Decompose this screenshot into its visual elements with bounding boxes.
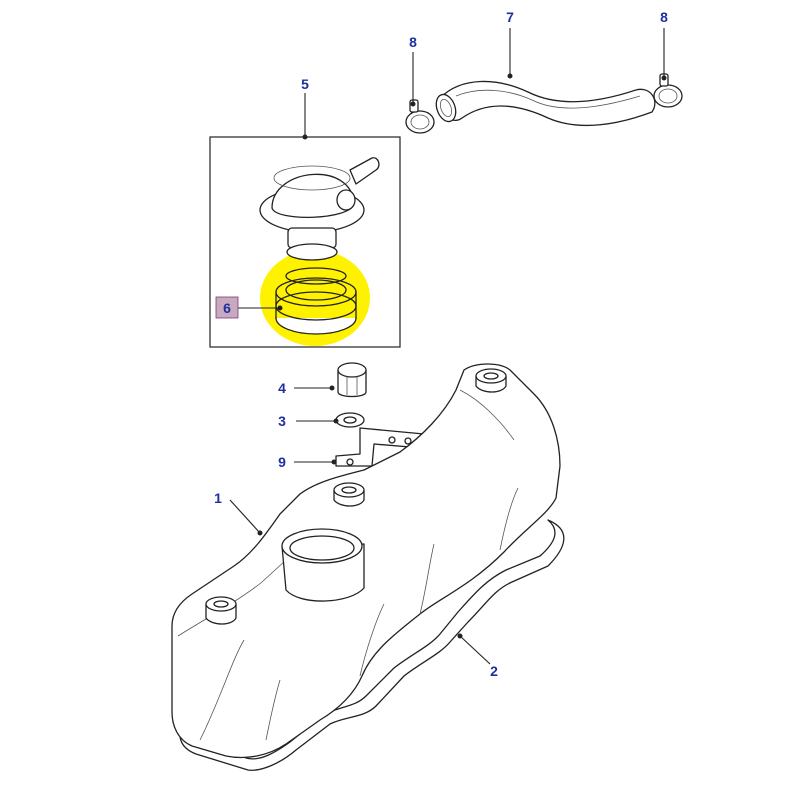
breather-hose[interactable] — [433, 80, 656, 127]
part-6-label-box — [215, 296, 239, 319]
part-label-5[interactable]: 5 — [301, 76, 309, 92]
part-label-3[interactable]: 3 — [278, 413, 286, 429]
hose-clip-right[interactable] — [653, 73, 683, 108]
part-label-9[interactable]: 9 — [278, 454, 286, 470]
part-label-1[interactable]: 1 — [214, 490, 222, 506]
rocker-cover[interactable] — [171, 363, 561, 759]
part-label-6[interactable]: 6 — [223, 300, 231, 316]
leader-dots — [257, 73, 667, 639]
part-label-8-right[interactable]: 8 — [660, 9, 668, 25]
part-labels: 1 2 3 4 5 6 7 8 8 9 — [214, 9, 668, 679]
part-label-2[interactable]: 2 — [490, 663, 498, 679]
seal-grommet[interactable] — [275, 267, 357, 335]
cap-nut[interactable] — [337, 362, 367, 398]
leader-lines — [229, 28, 665, 665]
part-label-7[interactable]: 7 — [506, 9, 514, 25]
breather-valve[interactable] — [259, 157, 380, 261]
part-label-4[interactable]: 4 — [278, 380, 286, 396]
washer[interactable] — [335, 412, 365, 428]
hose-clip-left[interactable] — [405, 99, 435, 134]
part-label-8-left[interactable]: 8 — [409, 34, 417, 50]
